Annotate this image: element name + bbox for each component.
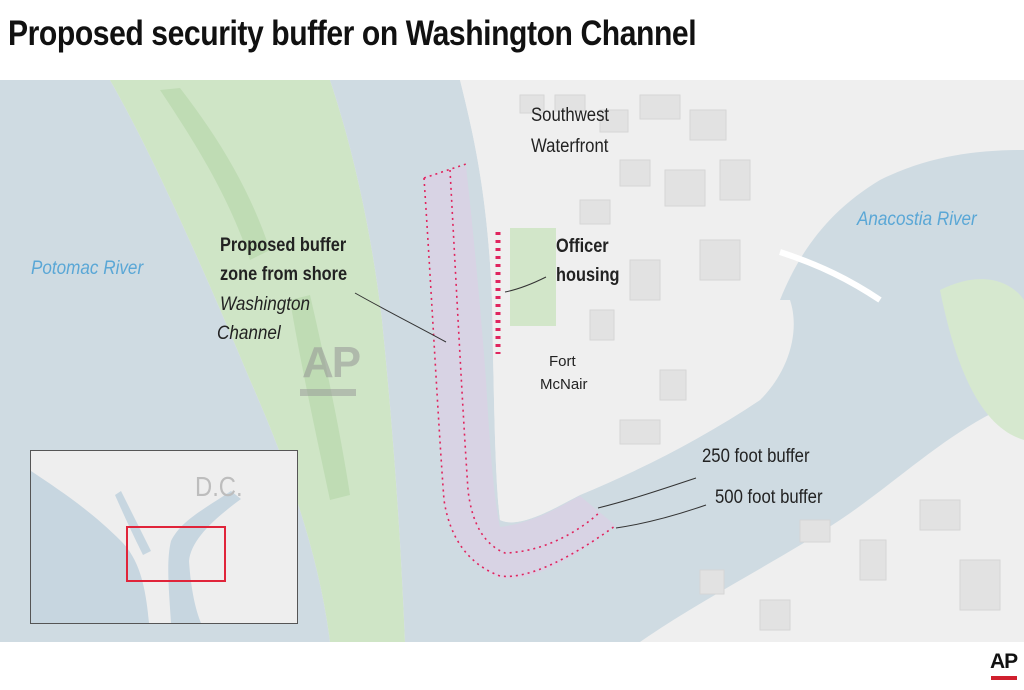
ap-logo: AP: [990, 650, 1018, 673]
washington-label: Washington: [220, 294, 310, 315]
anacostia-water: [780, 150, 1024, 300]
southwest-label: Southwest: [531, 105, 610, 126]
inset-focus-frame: [126, 526, 226, 582]
buffer-250-label: 250 foot buffer: [702, 446, 810, 467]
mcnair-label: McNair: [540, 376, 588, 393]
inset-map: [31, 451, 297, 623]
buffer-line-500: [423, 177, 616, 578]
map-canvas: [0, 80, 1024, 642]
officer-housing-block: [510, 228, 556, 326]
waterfront-label: Waterfront: [531, 136, 609, 157]
zone-from-shore-label: zone from shore: [220, 264, 348, 285]
ap-watermark-bar: [300, 389, 356, 396]
east-potomac-park: [110, 80, 405, 642]
potomac-river-label: Potomac River: [31, 258, 144, 279]
channel-label: Channel: [217, 323, 281, 344]
ap-watermark: AP: [302, 338, 361, 387]
inset-dc-label: D.C.: [195, 471, 243, 502]
ap-logo-bar: [991, 676, 1017, 680]
buffer-zone: [424, 166, 615, 580]
officer-label: Officer: [556, 236, 609, 257]
buffer-line-250: [449, 169, 601, 554]
map-title: Proposed security buffer on Washington C…: [8, 14, 697, 53]
proposed-buffer-label: Proposed buffer: [220, 235, 347, 256]
fort-label: Fort: [549, 353, 576, 370]
washington-channel-water: [330, 80, 1024, 642]
map-area[interactable]: [0, 80, 1024, 642]
locator-inset[interactable]: D.C.: [30, 450, 298, 624]
anacostia-river-label: Anacostia River: [857, 209, 977, 230]
housing-label: housing: [556, 265, 620, 286]
buffer-500-label: 500 foot buffer: [715, 487, 823, 508]
